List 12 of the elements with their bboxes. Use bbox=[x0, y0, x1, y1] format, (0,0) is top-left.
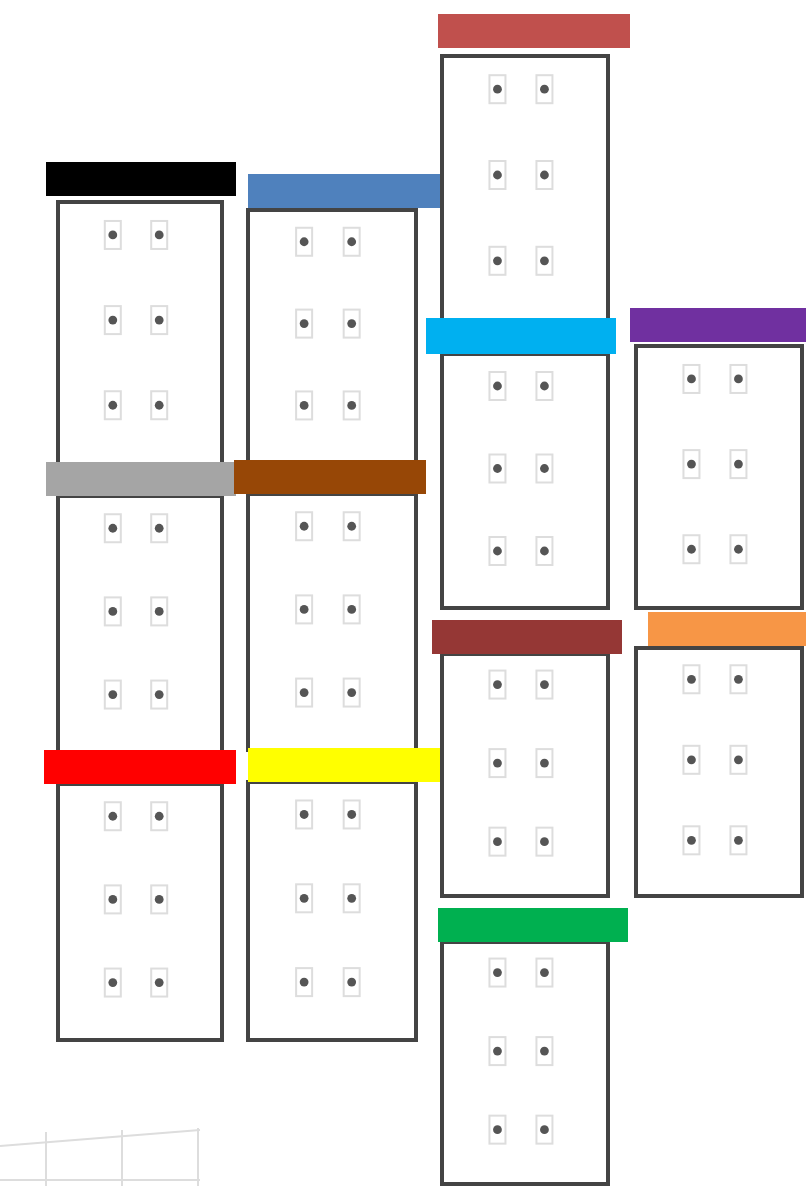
room-box bbox=[440, 652, 610, 898]
room-box bbox=[634, 344, 804, 610]
room-box bbox=[440, 54, 610, 322]
room-box bbox=[440, 940, 610, 1186]
room-box bbox=[246, 208, 418, 464]
room-box bbox=[56, 200, 224, 466]
room-box bbox=[634, 646, 804, 898]
room-box bbox=[440, 352, 610, 610]
room-box bbox=[246, 492, 418, 752]
room-box bbox=[56, 782, 224, 1042]
room-box bbox=[56, 494, 224, 754]
room-box bbox=[246, 780, 418, 1042]
